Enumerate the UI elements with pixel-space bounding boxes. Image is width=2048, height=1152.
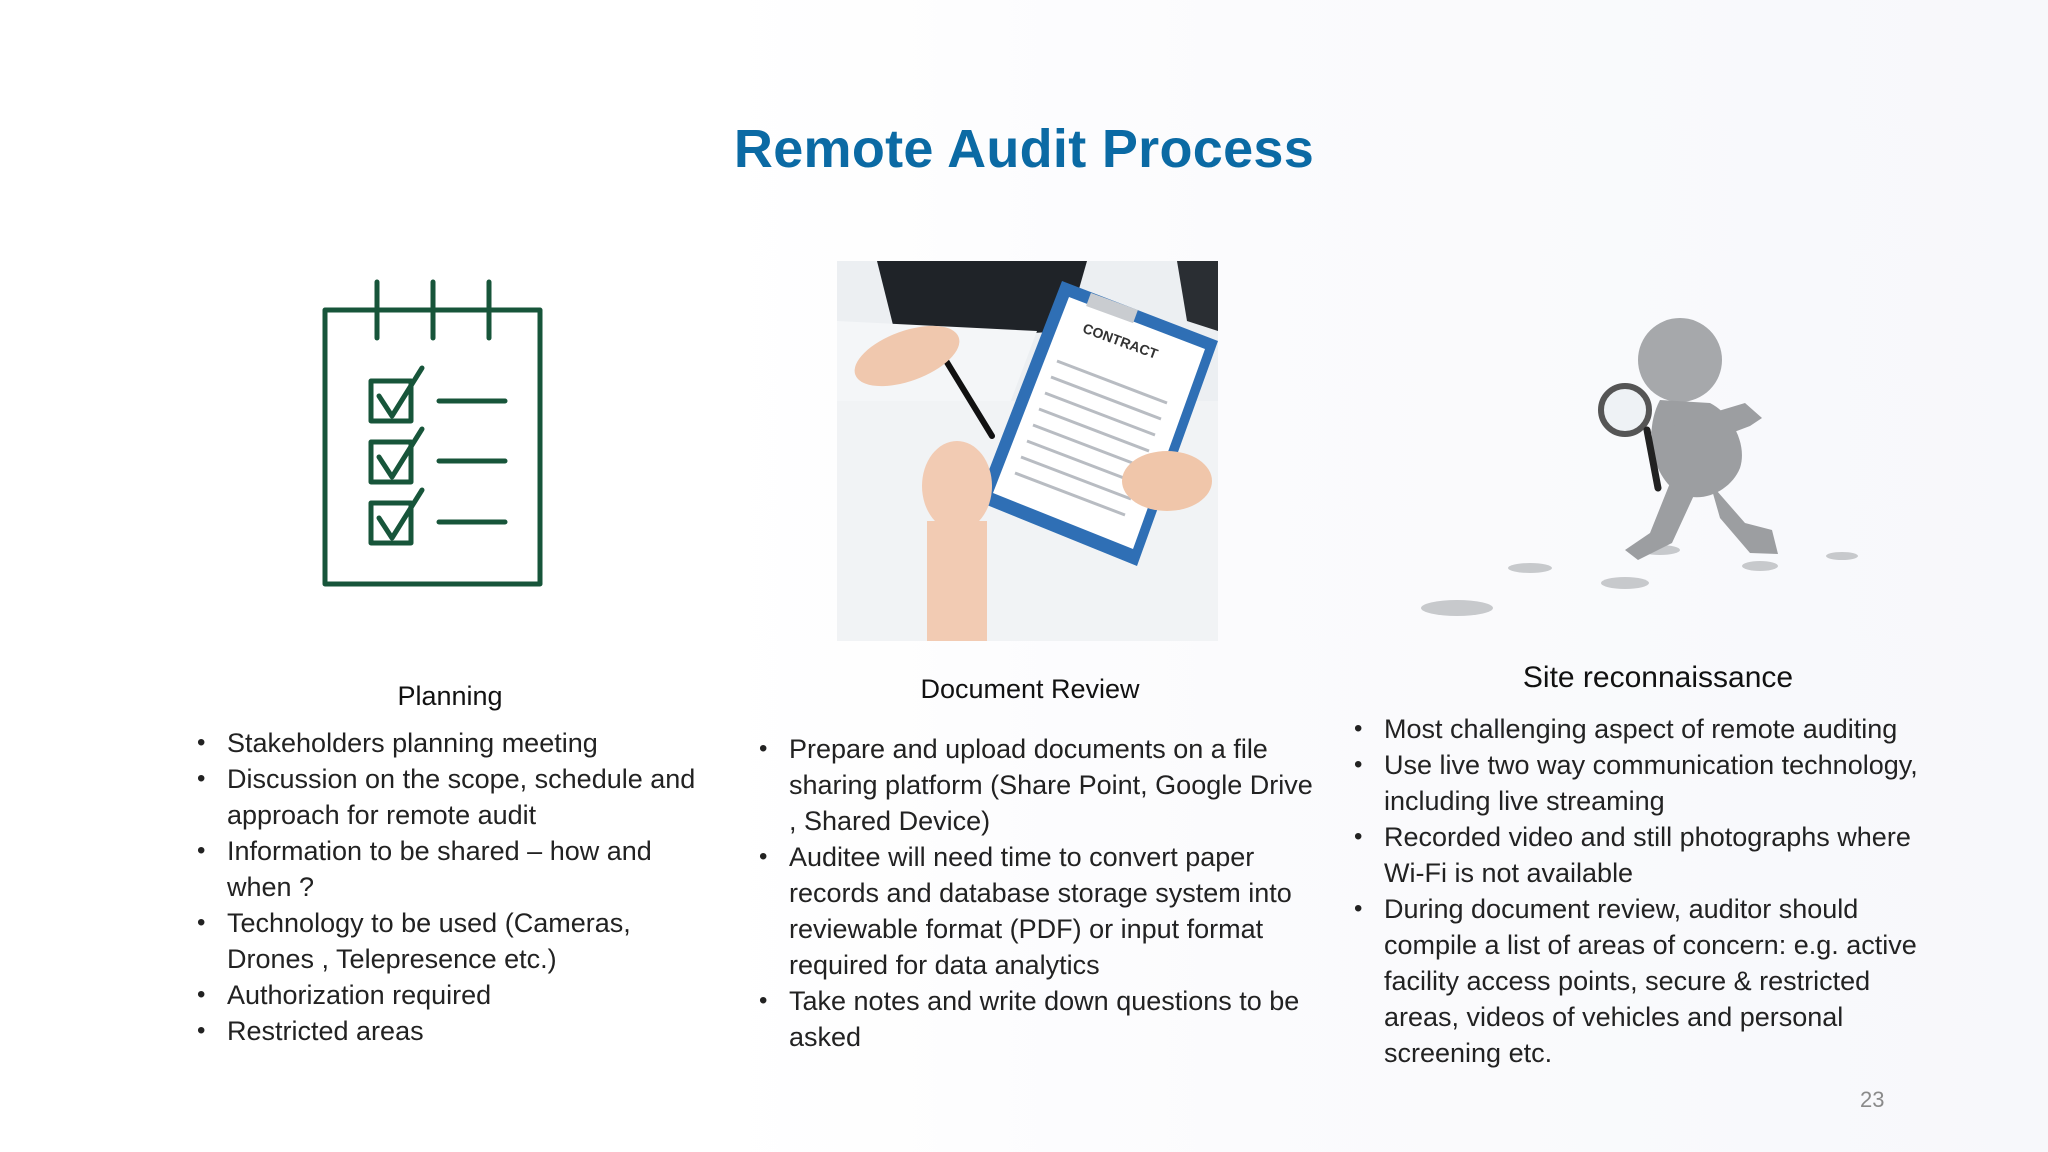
document-review-bullet-list: Prepare and upload documents on a file s… bbox=[759, 731, 1319, 1055]
checklist-icon bbox=[322, 279, 543, 587]
site-reconnaissance-bullet-list: Most challenging aspect of remote auditi… bbox=[1354, 711, 1934, 1071]
slide-title: Remote Audit Process bbox=[733, 119, 1315, 179]
list-item: Restricted areas bbox=[197, 1013, 717, 1049]
list-item: Discussion on the scope, schedule and ap… bbox=[197, 761, 717, 833]
list-item: Stakeholders planning meeting bbox=[197, 725, 717, 761]
list-item: Recorded video and still photographs whe… bbox=[1354, 819, 1934, 891]
list-item: Auditee will need time to convert paper … bbox=[759, 839, 1319, 983]
planning-heading: Planning bbox=[397, 681, 503, 711]
list-item: Authorization required bbox=[197, 977, 717, 1013]
list-item: Prepare and upload documents on a file s… bbox=[759, 731, 1319, 839]
list-item: Use live two way communication technolog… bbox=[1354, 747, 1934, 819]
site-reconnaissance-heading: Site reconnaissance bbox=[1522, 661, 1794, 694]
list-item: Most challenging aspect of remote auditi… bbox=[1354, 711, 1934, 747]
list-item: During document review, auditor should c… bbox=[1354, 891, 1934, 1071]
page-number: 23 bbox=[1860, 1087, 1885, 1112]
document-review-heading: Document Review bbox=[920, 674, 1140, 704]
list-item: Technology to be used (Cameras, Drones ,… bbox=[197, 905, 717, 977]
contract-clipboard-photo: CONTRACT bbox=[837, 261, 1218, 641]
list-item: Take notes and write down questions to b… bbox=[759, 983, 1319, 1055]
list-item: Information to be shared – how and when … bbox=[197, 833, 717, 905]
magnifying-glass-figure bbox=[1421, 318, 1858, 616]
planning-bullet-list: Stakeholders planning meeting Discussion… bbox=[197, 725, 717, 1049]
